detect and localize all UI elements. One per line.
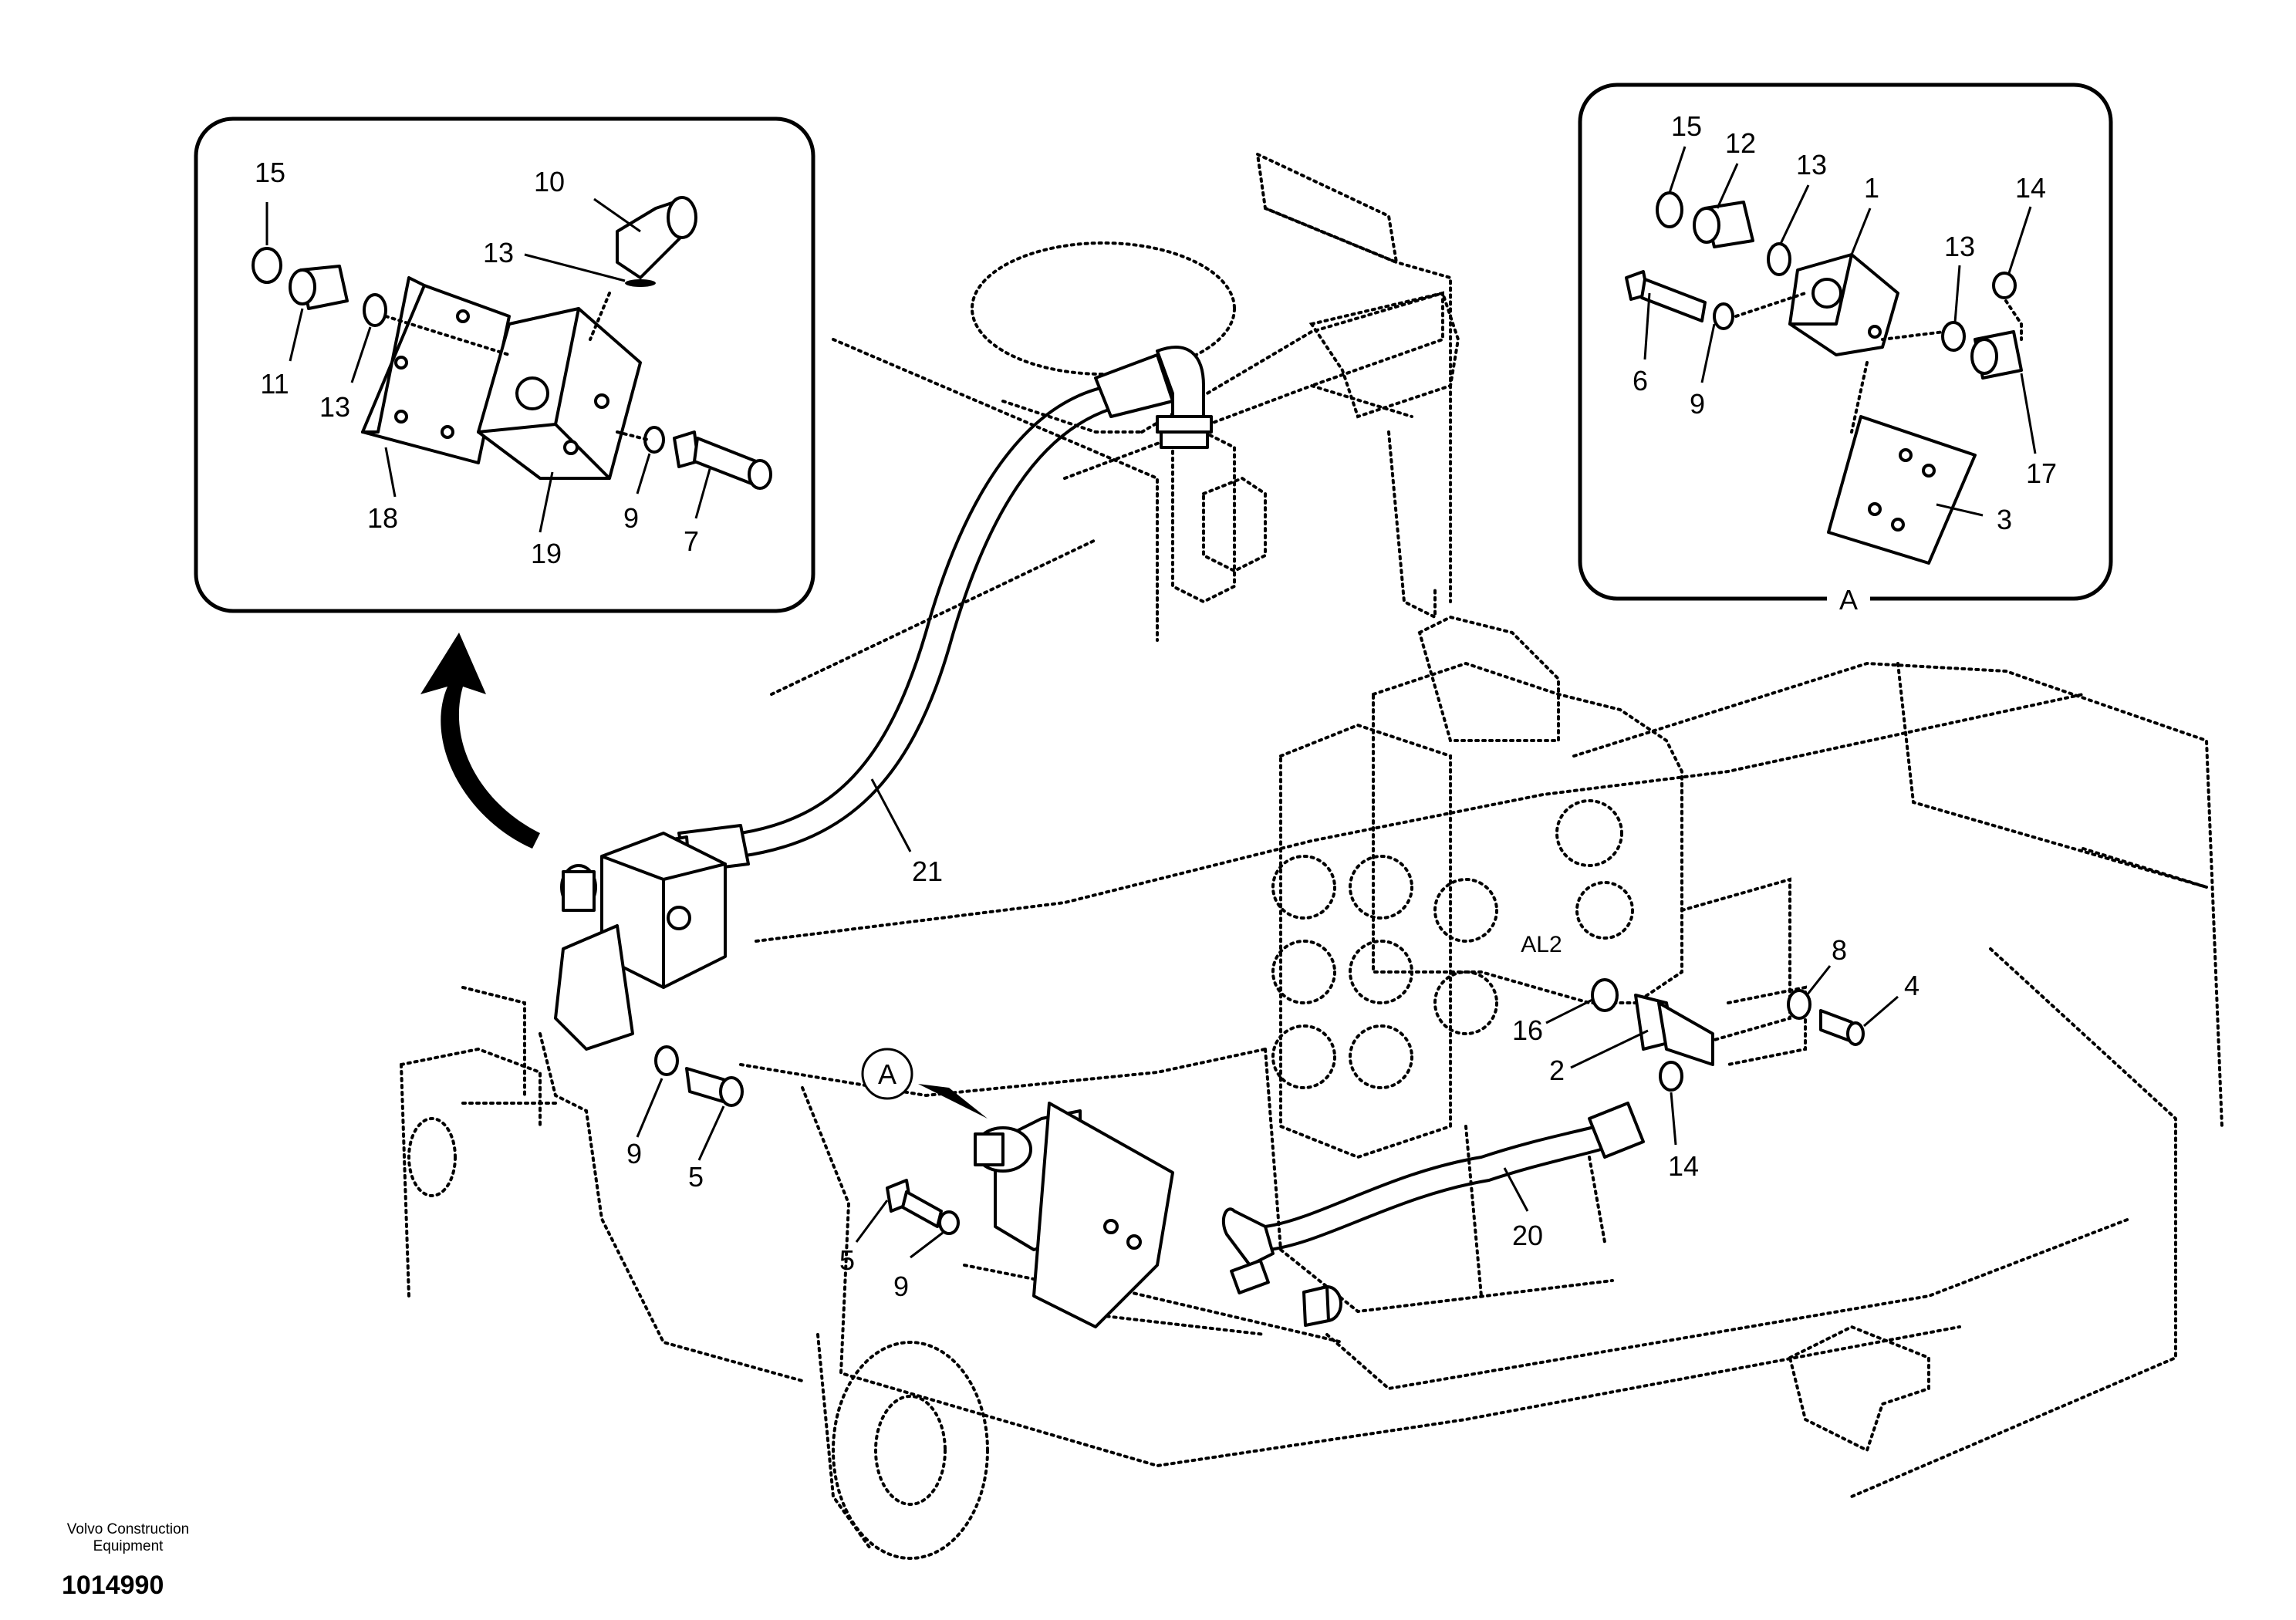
company-line-1: Volvo Construction	[66, 1521, 190, 1537]
control-valve	[1271, 615, 1807, 1159]
detail-a-leaders	[1643, 146, 2037, 517]
main-leaders	[636, 778, 1899, 1259]
fitting-2	[1591, 978, 1865, 1092]
callout-14: 14	[2015, 172, 2046, 204]
bolt-5-lower	[886, 1179, 960, 1235]
callout-21: 21	[912, 856, 943, 887]
callout-13: 13	[1944, 231, 1975, 262]
callout-19: 19	[531, 538, 562, 569]
callout-18: 18	[367, 502, 398, 534]
detail-left-parts	[252, 196, 772, 490]
detail-view-label: A	[1839, 584, 1858, 616]
callout-7: 7	[684, 525, 699, 557]
bolt-5-left	[654, 1045, 744, 1107]
callout-9: 9	[1690, 388, 1705, 420]
view-marker-a	[861, 1048, 988, 1119]
detail-left-leaders	[265, 197, 711, 533]
callout-10: 10	[534, 166, 565, 197]
callout-6: 6	[1633, 365, 1648, 397]
callout-13: 13	[319, 391, 350, 423]
callout-5: 5	[839, 1244, 855, 1276]
callout-15: 15	[1671, 110, 1702, 142]
callout-15: 15	[255, 157, 285, 188]
callout-9: 9	[626, 1138, 642, 1169]
callout-11: 11	[260, 368, 289, 400]
callout-13: 13	[1796, 149, 1827, 181]
document-number: 1014990	[62, 1571, 164, 1600]
callout-17: 17	[2026, 457, 2057, 489]
curved-arrow	[420, 633, 540, 849]
footer-company: Volvo Construction Equipment	[43, 1521, 213, 1555]
callout-8: 8	[1832, 934, 1847, 966]
callout-5: 5	[688, 1161, 704, 1193]
hose-20	[1221, 1102, 1645, 1327]
port-label: AL2	[1521, 932, 1562, 957]
company-line-2: Equipment	[93, 1538, 164, 1554]
callout-9: 9	[893, 1271, 909, 1302]
callout-3: 3	[1997, 504, 2012, 535]
callout-9: 9	[623, 502, 639, 534]
callout-20: 20	[1512, 1220, 1543, 1251]
valve-block-a	[974, 1102, 1174, 1328]
callout-2: 2	[1549, 1055, 1565, 1086]
callout-12: 12	[1725, 127, 1756, 159]
valve-block-left	[554, 832, 727, 1051]
callout-4: 4	[1904, 970, 1920, 1001]
detail-a-parts	[1625, 191, 2023, 565]
callout-14: 14	[1668, 1150, 1699, 1182]
callout-13: 13	[483, 237, 514, 268]
callout-16: 16	[1512, 1014, 1543, 1046]
detail-box-a-gap	[1827, 577, 1870, 620]
view-marker-a-label: A	[878, 1058, 896, 1090]
callout-1: 1	[1864, 172, 1879, 204]
